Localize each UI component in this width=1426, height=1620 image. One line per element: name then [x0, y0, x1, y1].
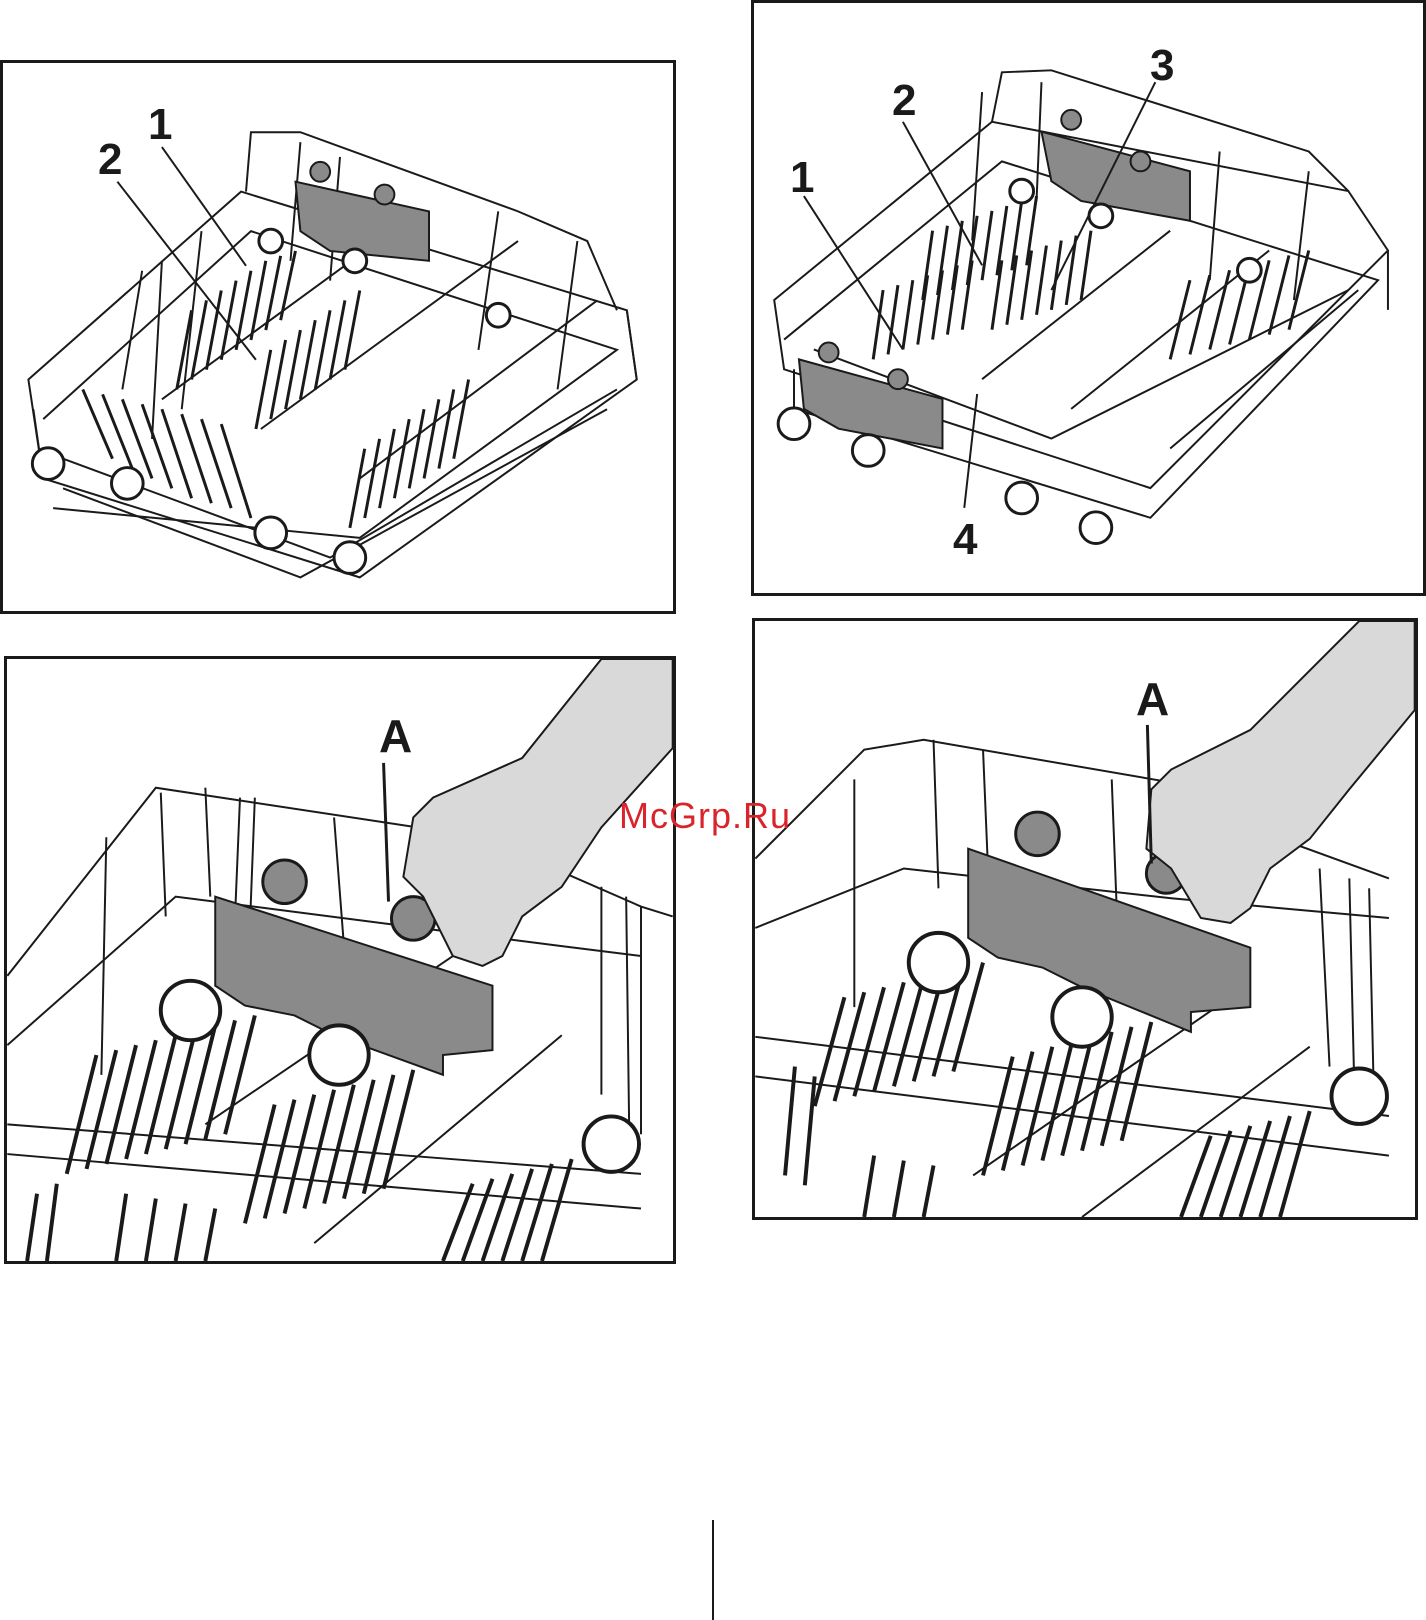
figure-4-panel: A: [752, 618, 1418, 1220]
figure-2-callout-4: 4: [953, 518, 977, 562]
hand-icon: [1146, 621, 1414, 923]
figure-2-panel: 1 2 3 4: [751, 0, 1426, 596]
dish-rack-icon: [755, 621, 1415, 1217]
rack-wheel-icon: [778, 179, 1261, 543]
figure-1-callout-2: 2: [98, 138, 122, 182]
figure-1-panel: 1 2: [0, 60, 676, 614]
dish-rack-icon: [7, 659, 673, 1261]
figure-3-callout-a: A: [379, 713, 412, 759]
figure-1-callout-1: 1: [148, 103, 172, 147]
figure-4-callout-a: A: [1136, 676, 1169, 722]
figure-3-panel: A: [4, 656, 676, 1264]
figure-2-callout-1: 1: [790, 156, 814, 200]
page-divider: [712, 1520, 714, 1620]
figure-2-callout-3: 3: [1150, 44, 1174, 88]
basket-clip-icon: [295, 182, 429, 261]
watermark: McGrp.Ru: [619, 795, 791, 837]
dish-rack-icon: [754, 3, 1423, 593]
figure-2-callout-2: 2: [892, 79, 916, 123]
